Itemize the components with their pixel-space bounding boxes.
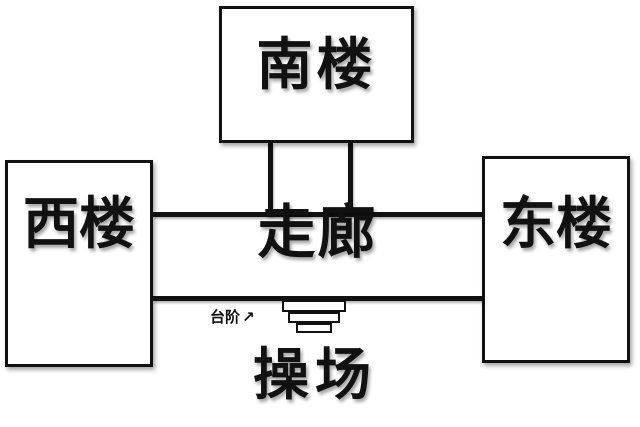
corridor-label: 走廊: [257, 198, 378, 266]
south-building-box: [219, 6, 414, 143]
steps-label: 台阶↗: [210, 306, 255, 327]
steps-arrow-icon: ↗: [242, 308, 255, 326]
connector-left-vertical: [268, 143, 273, 215]
step-bottom: [296, 323, 332, 333]
step-middle: [288, 312, 340, 323]
playground-label: 操场: [253, 343, 377, 408]
west-building-label: 西楼: [23, 192, 135, 257]
corridor-bottom-edge: [153, 296, 482, 301]
step-top: [282, 300, 346, 312]
connector-right-vertical: [348, 143, 353, 215]
west-building-box: [5, 160, 153, 367]
corridor-top-edge: [153, 212, 482, 217]
steps-text: 台阶: [210, 308, 241, 326]
south-building-label: 南楼: [256, 33, 377, 98]
east-building-box: [482, 156, 630, 363]
east-building-label: 东楼: [500, 192, 612, 257]
steps-shape: [282, 300, 346, 334]
